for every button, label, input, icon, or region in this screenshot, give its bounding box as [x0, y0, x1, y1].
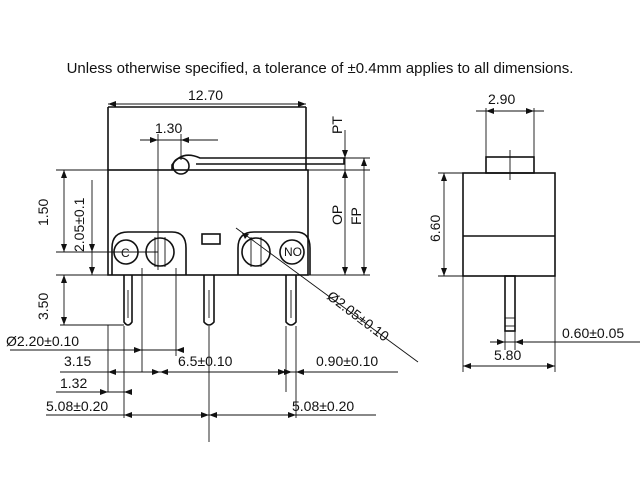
dim-top-width: 2.90 — [488, 91, 515, 107]
dim-508-left: 5.08±0.20 — [46, 398, 108, 414]
side-pin — [504, 275, 516, 332]
dim-350: 3.50 — [35, 293, 51, 320]
no-terminal-boss — [237, 231, 311, 275]
dim-body-width: 5.80 — [494, 347, 521, 363]
dim-65: 6.5±0.10 — [178, 353, 233, 369]
dim-fp: FP — [348, 207, 364, 225]
pin-c-label: C — [121, 246, 130, 260]
actuator-lever — [171, 154, 345, 170]
dim-150: 1.50 — [35, 199, 51, 226]
dim-pin-width: 0.60±0.05 — [562, 325, 624, 341]
dim-op: OP — [329, 205, 345, 225]
dim-width: 12.70 — [188, 87, 223, 103]
side-body — [462, 172, 556, 277]
dim-hole-dia: Ø2.05±0.10 — [324, 288, 392, 345]
dim-pt: PT — [329, 116, 345, 134]
pin-com — [203, 275, 215, 326]
dim-lever-offset: 1.30 — [155, 120, 182, 136]
front-view: C NO 12.70 1.30 PT OP FP — [6, 87, 419, 442]
side-view: 2.90 6.60 0.60±0.05 5.80 — [427, 91, 640, 372]
pin-no — [285, 275, 297, 326]
mount-hole-right — [241, 237, 271, 267]
dim-315: 3.15 — [64, 353, 91, 369]
dim-205: 2.05±0.1 — [71, 197, 87, 252]
marker-rect — [201, 233, 221, 245]
pin-c — [123, 275, 133, 326]
lever-roller — [172, 157, 190, 175]
dim-pin-dia: Ø2.20±0.10 — [6, 333, 79, 349]
dim-132: 1.32 — [60, 375, 87, 391]
dim-508-right: 5.08±0.20 — [292, 398, 354, 414]
pin-no-label: NO — [284, 245, 302, 259]
switch-body — [107, 169, 309, 276]
tolerance-note: Unless otherwise specified, a tolerance … — [66, 60, 574, 77]
dim-height: 6.60 — [427, 215, 443, 242]
no-pin-circle — [279, 239, 305, 265]
dim-090: 0.90±0.10 — [316, 353, 378, 369]
c-terminal-boss — [111, 231, 187, 275]
